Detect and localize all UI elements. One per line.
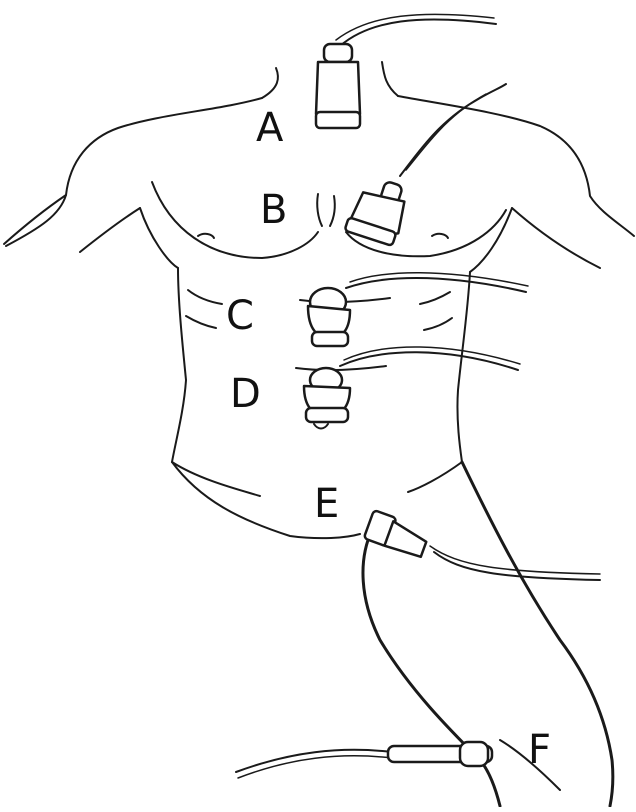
left-arm-inner: [80, 208, 140, 252]
navel: [314, 424, 328, 429]
right-shoulder: [398, 96, 634, 236]
probe-d: [304, 368, 350, 422]
right-rib-1: [420, 292, 450, 304]
left-rib-2: [186, 316, 216, 328]
cable-e-2: [430, 546, 600, 574]
probe-a: [316, 44, 360, 128]
probe-c: [308, 288, 350, 346]
sternum-2: [330, 196, 335, 226]
sternum: [317, 194, 322, 226]
label-c: C: [226, 296, 254, 336]
cable-a: [340, 19, 496, 46]
right-arm-inner: [512, 208, 600, 268]
label-f: F: [528, 730, 551, 770]
neck-right: [382, 62, 398, 96]
label-d: D: [230, 374, 261, 414]
neck-left: [262, 68, 278, 98]
probe-b: [344, 173, 412, 246]
right-hip: [408, 462, 462, 492]
probe-f: [388, 742, 492, 766]
left-nipple: [198, 234, 214, 238]
cable-b: [400, 84, 506, 176]
cable-f-2: [238, 756, 392, 778]
cable-a-2: [336, 14, 494, 40]
left-arm-outer: [4, 195, 66, 244]
right-rib-2: [424, 318, 452, 330]
right-nipple: [432, 234, 448, 238]
probe-e: [364, 510, 431, 559]
left-rib-1: [188, 290, 222, 304]
label-e: E: [314, 484, 339, 524]
cable-f: [236, 750, 392, 772]
label-b: B: [260, 190, 287, 230]
label-a: A: [256, 108, 283, 148]
left-shoulder: [6, 98, 262, 246]
right-torso-side: [457, 272, 470, 462]
cable-e: [434, 552, 600, 580]
left-torso-side: [172, 268, 186, 462]
left-pectoral: [152, 182, 318, 258]
